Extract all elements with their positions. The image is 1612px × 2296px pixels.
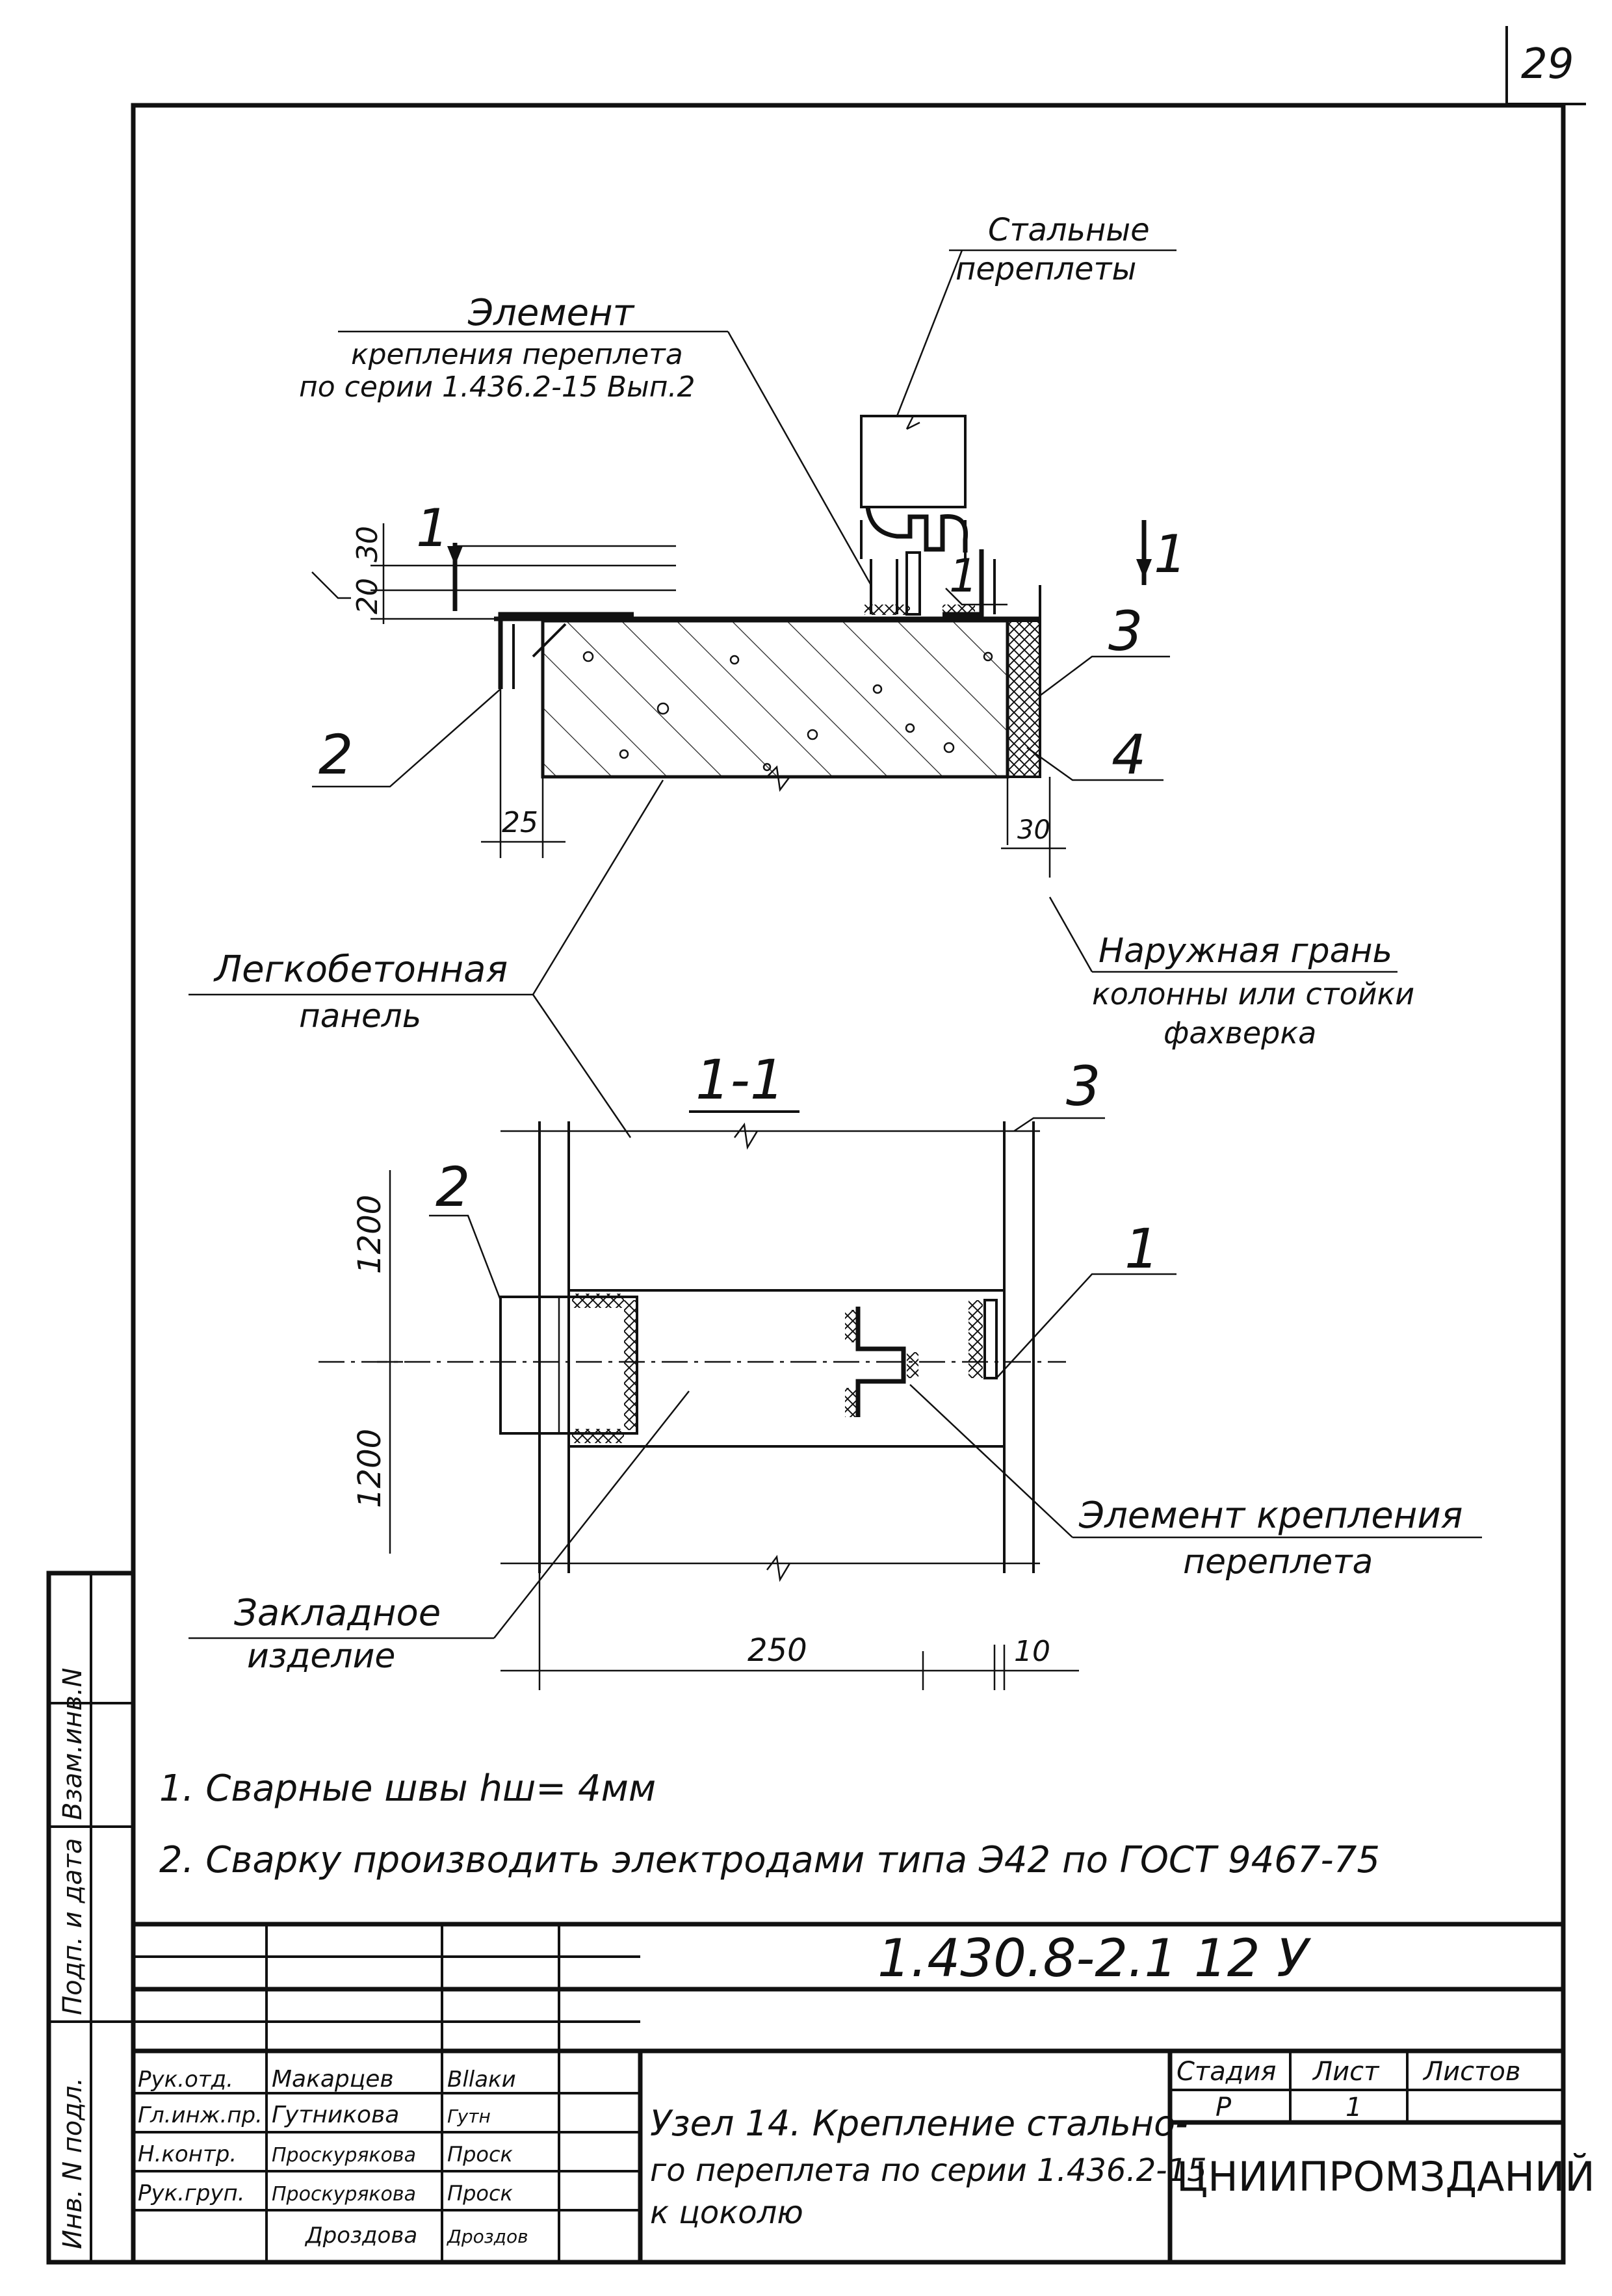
label-embedded: Закладное изделие [188,1390,690,1676]
dim-1200-top: 1200 [352,1195,388,1274]
section-mark-left: 1 [416,498,449,558]
sig-name-5: Дроздова [304,2223,417,2249]
title-line-1: Узел 14. Крепление стально- [650,2103,1188,2144]
page-number: 29 [1521,40,1574,88]
callout-1-top: 1 [949,549,978,603]
doc-code: 1.430.8-2.1 12 У [878,1928,1312,1989]
svg-text:Стальные: Стальные [988,212,1150,248]
note-2: 2. Сварку производить электродами типа Э… [159,1839,1380,1881]
callout-3-section: 3 [1066,1054,1100,1118]
svg-text:по серии 1.436.2-15 Вып.2: по серии 1.436.2-15 Вып.2 [299,371,696,404]
title-line-2: го переплета по серии 1.436.2-15 [650,2152,1207,2189]
label-fix-element: Элемент крепления переплета [909,1384,1482,1582]
svg-text:переплета: переплета [1183,1543,1373,1582]
callout-2-top: 2 [318,723,353,787]
svg-text:Элемент крепления: Элемент крепления [1078,1494,1462,1537]
label-steel-frames: Стальные переплеты [896,212,1176,417]
sig-name-2: Гутникова [272,2102,399,2128]
stamp-podp-data: Подп. и дата [58,1838,88,2015]
svg-text:фахверка: фахверка [1164,1015,1316,1050]
section-mark-right: 1 [1154,524,1187,584]
svg-text:крепления переплета: крепления переплета [351,338,683,371]
stage-value: Р [1216,2093,1232,2122]
callout-4: 4 [1112,723,1146,787]
dim-250: 250 [748,1632,807,1669]
side-stamp: Взам.инв.N Подп. и дата Инв. N подл. [46,1571,136,2265]
sig-sign-1: Вllaки [447,2067,516,2093]
sheet-value: 1 [1346,2093,1362,2122]
svg-text:изделие: изделие [247,1637,395,1676]
stamp-inv-podl: Инв. N подл. [58,2078,88,2249]
stage-header: Стадия [1176,2057,1276,2087]
top-detail: 1 1 30 20 25 30 2 3 4 1 [311,415,1187,878]
svg-text:Легкобетонная: Легкобетонная [213,948,508,991]
stamp-vzam-inv: Взам.инв.N [58,1668,88,1820]
sig-sign-3: Проск [447,2142,514,2167]
callout-2-section: 2 [436,1155,470,1219]
label-element-fix: Элемент крепления переплета по серии 1.4… [299,292,872,586]
dim-10: 10 [1014,1635,1050,1668]
sig-role-3: Н.контр. [138,2141,237,2167]
concrete-panel [541,619,1009,779]
sig-sign-5: Дроздов [446,2226,528,2247]
sheet-header: Лист [1312,2057,1380,2087]
callout-1-section: 1 [1124,1217,1159,1281]
sig-name-4: Проскурякова [272,2183,416,2206]
sheet-frame [131,103,1566,2265]
svg-text:переплеты: переплеты [956,251,1136,287]
svg-text:колонны или стойки: колонны или стойки [1092,976,1414,1011]
dim-30: 30 [351,526,384,562]
label-light-concrete: Легкобетонная панель [188,779,664,1138]
sig-name-1: Макарцев [272,2066,394,2093]
sig-sign-4: Проск [447,2181,514,2206]
sheets-header: Листов [1422,2057,1520,2087]
svg-text:Элемент: Элемент [467,292,635,334]
section-1-1: 1-1 1200 1200 [318,1048,1176,1690]
sig-name-3: Проскурякова [272,2144,416,2167]
dim-20: 20 [351,578,384,614]
organization: ЦНИИПРОМЗДАНИЙ [1176,2153,1595,2200]
svg-text:панель: панель [299,997,421,1035]
sig-role-2: Гл.инж.пр. [138,2102,263,2128]
dim-30b: 30 [1017,815,1050,845]
sig-role-4: Рук.груп. [138,2180,245,2206]
dim-25: 25 [502,806,538,839]
sig-role-1: Рук.отд. [138,2067,233,2093]
callout-3-top: 3 [1108,599,1143,663]
title-line-3: к цоколю [650,2195,803,2231]
dim-1200-bottom: 1200 [352,1429,388,1508]
note-1: 1. Сварные швы hш= 4мм [159,1768,656,1810]
sig-sign-2: Гутн [447,2106,491,2127]
svg-text:Наружная грань: Наружная грань [1098,932,1392,971]
section-title: 1-1 [696,1048,785,1112]
label-outer-face: Наружная грань колонны или стойки фахвер… [1048,896,1414,1050]
title-block: 1.430.8-2.1 12 У Узел 14. Крепление стал… [131,1922,1595,2265]
svg-text:Закладное: Закладное [234,1592,441,1634]
